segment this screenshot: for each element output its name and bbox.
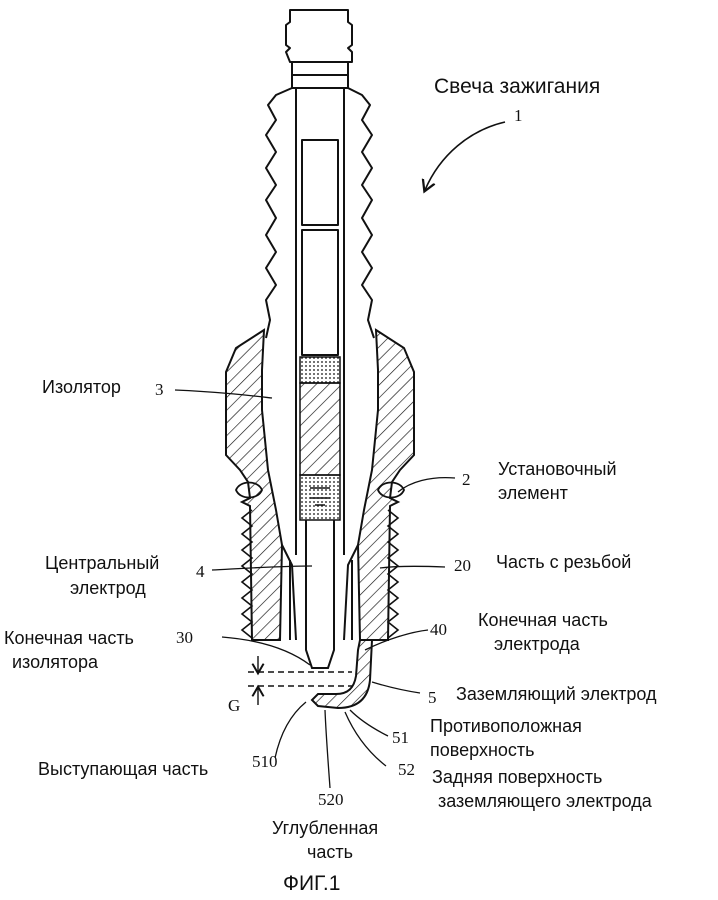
metal-shell-right [356, 328, 415, 641]
insulator-left-contour [265, 87, 293, 339]
center-electrode [305, 520, 335, 669]
label-insulator-end-line2: изолятора [12, 652, 99, 672]
gasket-right [377, 481, 405, 499]
title-arrow [425, 121, 506, 190]
ref-insulator: 3 [155, 380, 164, 399]
label-center-electrode-line2: электрод [70, 578, 146, 598]
ref-mounting-element: 2 [462, 470, 471, 489]
label-electrode-end-line1: Конечная часть [478, 610, 608, 630]
label-opposite-surface-line2: поверхность [430, 740, 535, 760]
label-center-electrode-line1: Центральный [45, 553, 160, 573]
label-protruding-part: Выступающая часть [38, 759, 209, 779]
ref-protruding-part: 510 [252, 752, 278, 771]
label-electrode-end-line2: электрода [494, 634, 580, 654]
resistor [299, 382, 341, 476]
ref-threaded-part: 20 [454, 556, 471, 575]
ground-electrode [310, 639, 374, 710]
ref-ground-electrode: 5 [428, 688, 437, 707]
label-insulator-end-line1: Конечная часть [4, 628, 134, 648]
ref-insulator-end: 30 [176, 628, 193, 647]
label-recessed-part-line2: часть [307, 842, 354, 862]
gasket-left [235, 481, 263, 499]
label-opposite-surface-line1: Противоположная [430, 716, 582, 736]
insulator-right-contour [347, 87, 375, 339]
label-ground-electrode: Заземляющий электрод [456, 684, 657, 704]
insulator-nose [281, 544, 359, 641]
ref-back-surface: 52 [398, 760, 415, 779]
glass-seal [299, 356, 341, 384]
thread-right [386, 509, 400, 639]
label-recessed-part-line1: Углубленная [272, 818, 379, 838]
label-mounting-element-line1: Установочный [498, 459, 617, 479]
ref-center-electrode: 4 [196, 562, 205, 581]
ref-recessed-part: 520 [318, 790, 344, 809]
label-threaded-part: Часть с резьбой [496, 552, 632, 572]
title-ref-number: 1 [514, 106, 523, 125]
ref-electrode-end: 40 [430, 620, 447, 639]
metal-shell-left [225, 328, 284, 641]
label-insulator: Изолятор [42, 377, 121, 397]
terminal-nut [285, 9, 353, 63]
label-mounting-element-line2: элемент [498, 483, 568, 503]
label-back-surface-line2: заземляющего электрода [438, 791, 652, 811]
diagram-title: Свеча зажигания [434, 75, 601, 98]
leader-lines [174, 389, 456, 789]
thread-left [240, 509, 254, 639]
gap-label: G [228, 696, 241, 715]
figure-caption: ФИГ.1 [283, 872, 341, 895]
center-bore [295, 88, 345, 555]
label-back-surface-line1: Задняя поверхность [432, 767, 603, 787]
ref-opposite-surface: 51 [392, 728, 409, 747]
